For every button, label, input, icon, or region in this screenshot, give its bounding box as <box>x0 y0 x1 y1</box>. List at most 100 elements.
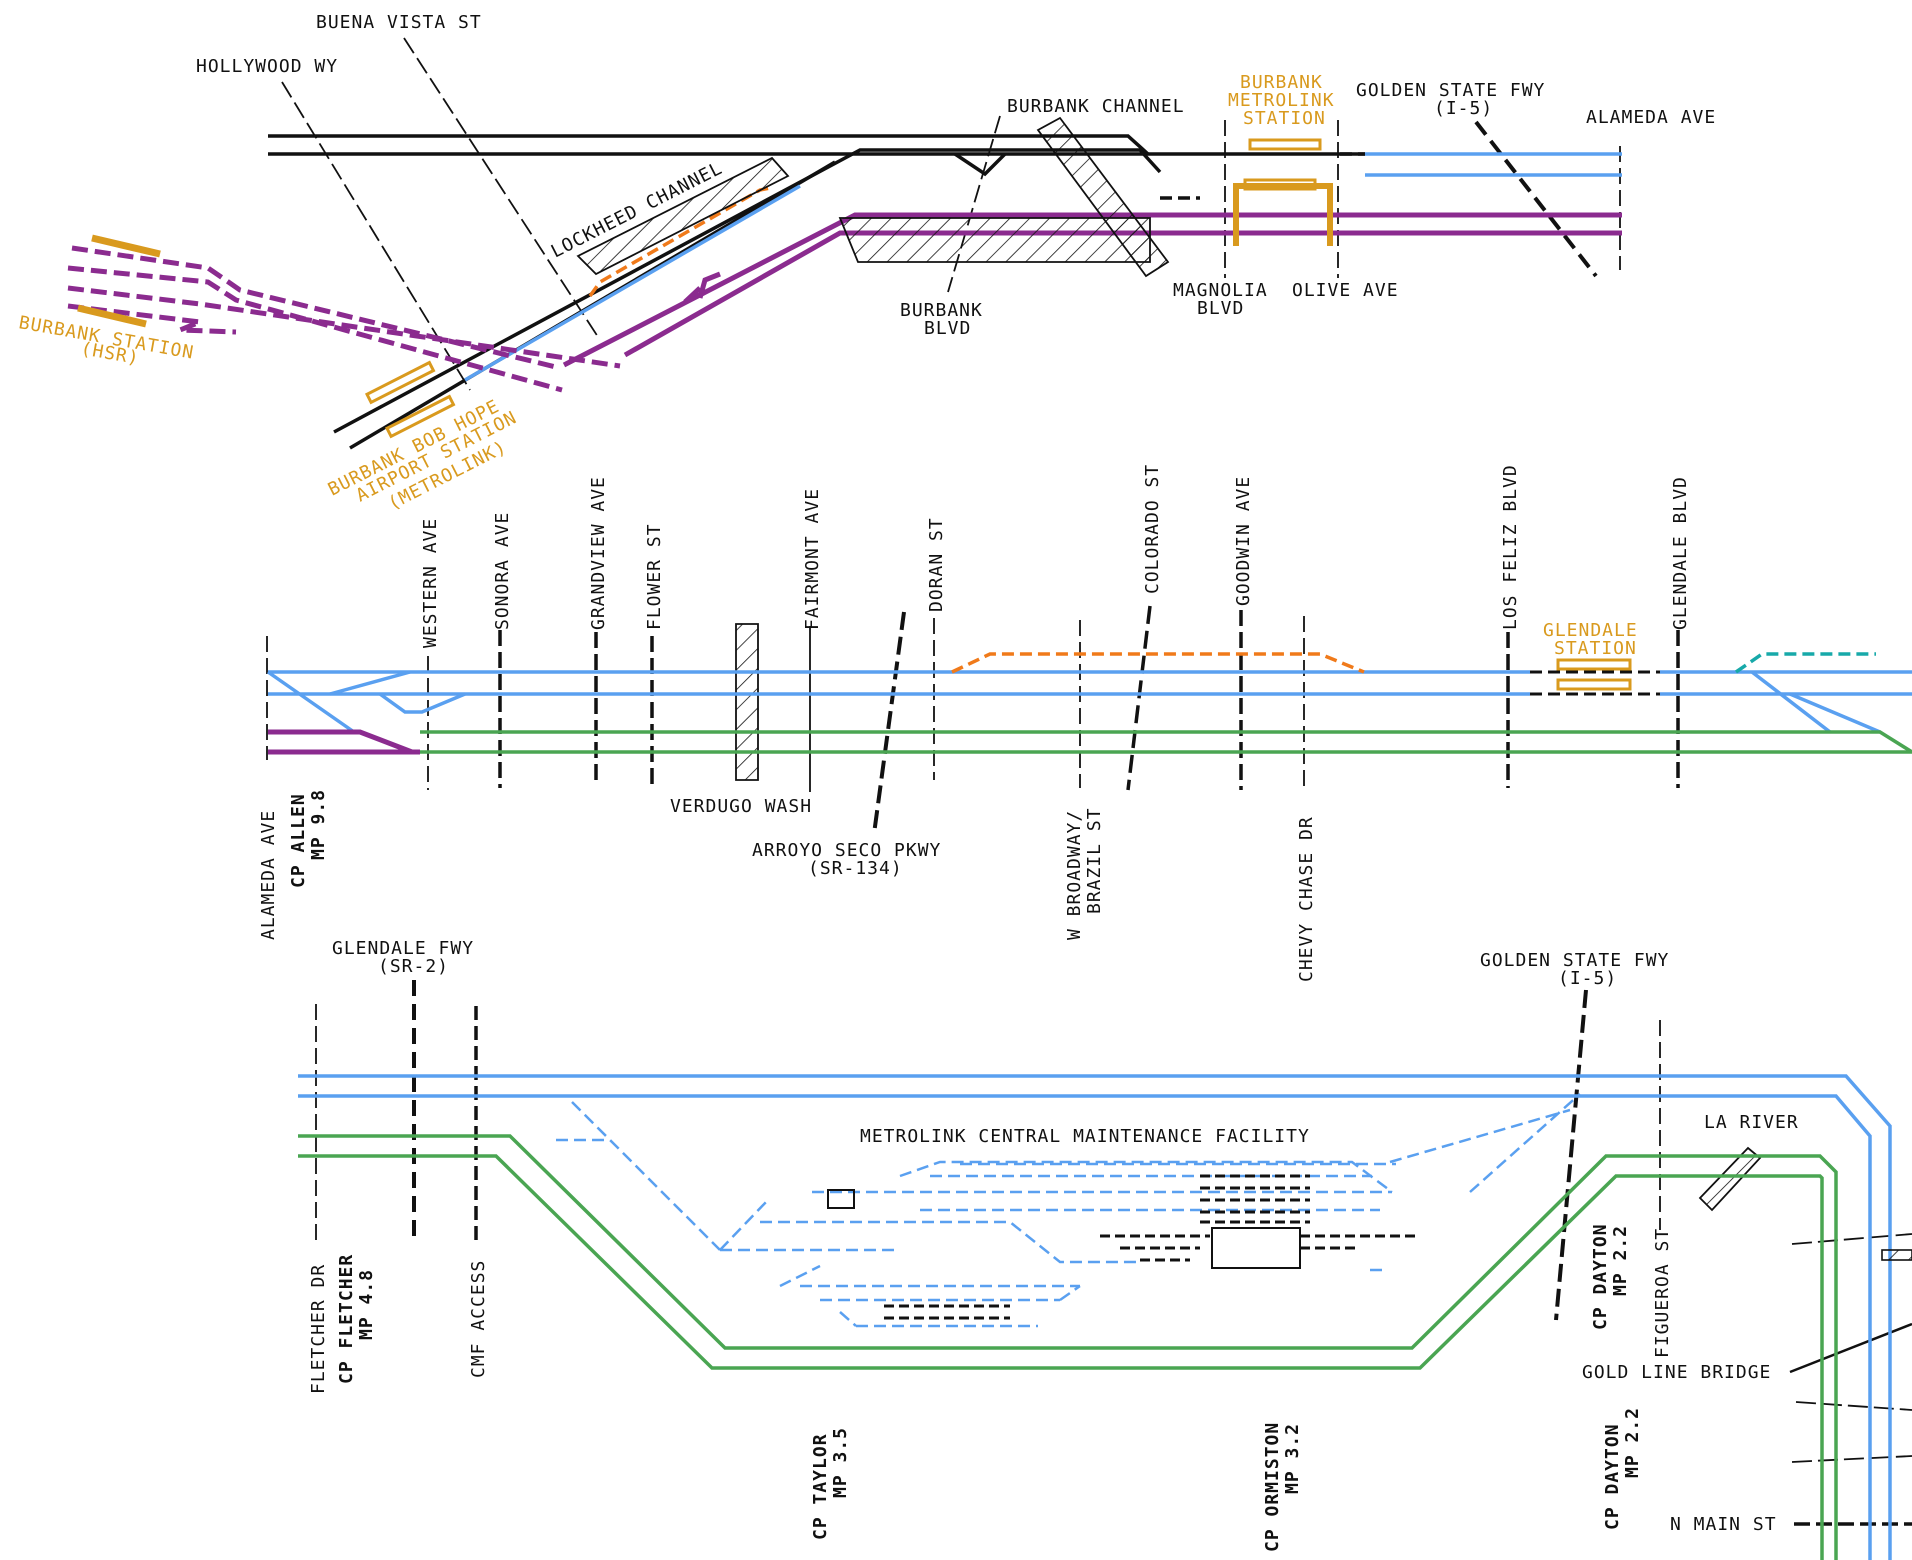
labels-cmf: GLENDALE FWY (SR-2) GOLDEN STATE FWY (I-… <box>308 938 1798 1552</box>
metrolink-station-label-3: STATION <box>1243 108 1326 129</box>
hsr-platform-1 <box>91 234 161 258</box>
cp-ormiston-name: CP ORMISTON <box>1262 1422 1283 1552</box>
airport-platform-2 <box>384 394 456 439</box>
cmf-yard-black-tracks <box>884 1174 1420 1320</box>
track-black-3 <box>333 148 1162 434</box>
western-label: WESTERN AVE <box>420 518 441 648</box>
hollywood-label: HOLLYWOOD WY <box>196 56 338 77</box>
cp-allen-name: CP ALLEN <box>288 793 309 888</box>
purple-hsr-tracks <box>67 245 621 393</box>
sonora-label: SONORA AVE <box>492 512 513 630</box>
track-purple-2 <box>623 230 1622 358</box>
glendale-blue-crossover-2 <box>329 670 466 714</box>
burbank-channel-label: BURBANK CHANNEL <box>1007 96 1185 117</box>
lockheed-channel-shape <box>576 156 790 276</box>
orange-track-glendale <box>951 652 1365 674</box>
section-burbank: BUENA VISTA ST HOLLYWOOD WY BURBANK CHAN… <box>17 12 1715 514</box>
glendale-green-track-1 <box>420 730 1912 754</box>
cp-dayton-upper-name: CP DAYTON <box>1590 1223 1611 1330</box>
cp-dayton-upper-mp: MP 2.2 <box>1610 1225 1631 1296</box>
cmf-green-track-2 <box>298 1154 1824 1560</box>
metrolink-station-label-1: BURBANK <box>1240 72 1323 93</box>
cp-dayton-lower-mp: MP 2.2 <box>1622 1407 1643 1478</box>
golden-state-fwy-route-label: (I-5) <box>1434 98 1493 119</box>
cmf-yard-tracks <box>556 1093 1581 1328</box>
gold-line-bridge-shape <box>1881 1249 1912 1261</box>
green-tracks-glendale <box>420 730 1912 754</box>
la-river-shape <box>1698 1146 1762 1212</box>
purple-tracks-burbank <box>562 212 1622 368</box>
airport-platform-1 <box>364 360 436 405</box>
street-line-right-1 <box>1791 1233 1912 1245</box>
section-glendale: WESTERN AVE SONORA AVE GRANDVIEW AVE FLO… <box>258 464 1912 982</box>
n-main-label: N MAIN ST <box>1670 1514 1777 1535</box>
glendale-platform-2 <box>1556 678 1632 691</box>
metrolink-station-label-2: METROLINK <box>1228 90 1335 111</box>
magnolia-label-1: MAGNOLIA <box>1173 280 1268 301</box>
gold-line-bridge-line <box>1789 1322 1912 1374</box>
cmf-small-building <box>827 1189 855 1209</box>
street-line-right-3 <box>1791 1455 1912 1463</box>
blue-tracks-glendale <box>266 670 1912 734</box>
glendale-fwy-label-1: GLENDALE FWY <box>332 938 474 959</box>
hollywood-crossing <box>281 81 471 391</box>
arroyo-seco-crossing <box>872 611 906 835</box>
glendale-platform-1 <box>1556 658 1632 671</box>
stations-burbank <box>77 138 1333 439</box>
yard-black-3 <box>884 1304 1010 1320</box>
arroyo-seco-label-2: (SR-134) <box>808 858 903 879</box>
track-black-crossover <box>954 152 1007 177</box>
cp-ormiston-mp: MP 3.2 <box>1282 1423 1303 1494</box>
glendale-blue-crossover-1 <box>266 670 356 734</box>
chevy-chase-label: CHEVY CHASE DR <box>1296 816 1317 982</box>
section-cmf: GLENDALE FWY (SR-2) GOLDEN STATE FWY (I-… <box>298 938 1912 1560</box>
hsr-track-2 <box>67 265 563 393</box>
blue-tracks-burbank <box>464 152 1622 382</box>
hsr-track-4 <box>67 303 237 335</box>
glendale-fwy-label-2: (SR-2) <box>378 956 449 977</box>
gold-line-bridge-label: GOLD LINE BRIDGE <box>1582 1362 1771 1383</box>
track-purple-1 <box>562 212 1622 368</box>
cp-dayton-lower-name: CP DAYTON <box>1602 1423 1623 1530</box>
cmf-blue-main-1 <box>298 1074 1892 1560</box>
orange-track-burbank <box>588 186 771 298</box>
labels-glendale: WESTERN AVE SONORA AVE GRANDVIEW AVE FLO… <box>258 464 1691 982</box>
cp-fletcher-name: CP FLETCHER <box>336 1254 357 1384</box>
goodwin-label: GOODWIN AVE <box>1233 476 1254 606</box>
hsr-track-3 <box>67 285 621 369</box>
los-feliz-label: LOS FELIZ BLVD <box>1500 464 1521 630</box>
cp-fletcher-mp: MP 4.8 <box>356 1269 377 1340</box>
broadway-label-2: BRAZIL ST <box>1084 807 1105 914</box>
metrolink-station-platform-1 <box>1248 138 1322 151</box>
yard-black-1 <box>1200 1174 1310 1224</box>
verdugo-wash-shape <box>735 623 759 781</box>
cmf-blue-main-2 <box>298 1094 1872 1560</box>
fletcher-dr-label: FLETCHER DR <box>308 1264 329 1394</box>
track-blue-1 <box>464 184 801 382</box>
purple-tracks-glendale <box>268 729 420 755</box>
teal-track-glendale <box>1735 652 1876 674</box>
flower-label: FLOWER ST <box>644 523 665 630</box>
glendale-station-label-2: STATION <box>1554 638 1637 659</box>
cmf-access-label: CMF ACCESS <box>468 1260 489 1378</box>
yard-right-lead <box>1370 1093 1581 1272</box>
cp-taylor-mp: MP 3.5 <box>830 1427 851 1498</box>
golden-state-fwy-label: GOLDEN STATE FWY <box>1356 80 1545 101</box>
cmf-green-track-1 <box>298 1134 1838 1560</box>
magnolia-label-2: BLVD <box>1197 298 1244 319</box>
olive-label: OLIVE AVE <box>1292 280 1399 301</box>
doran-label: DORAN ST <box>926 517 947 612</box>
golden-state-fwy-label-bottom-2: (I-5) <box>1558 968 1617 989</box>
colorado-label: COLORADO ST <box>1142 464 1163 594</box>
green-tracks-cmf <box>298 1134 1838 1560</box>
street-crossings-glendale <box>266 605 1680 835</box>
track-purple-crossover <box>683 271 721 304</box>
metrolink-station-frame <box>1233 183 1333 246</box>
street-line-right-2 <box>1795 1401 1912 1411</box>
burbank-channel-main <box>838 217 1151 263</box>
channels-burbank <box>576 116 1170 278</box>
golden-state-fwy-crossing <box>1474 120 1598 278</box>
fairmont-label: FAIRMONT AVE <box>802 488 823 630</box>
buena-vista-label: BUENA VISTA ST <box>316 12 482 33</box>
glendale-station-label-1: GLENDALE <box>1543 620 1638 641</box>
